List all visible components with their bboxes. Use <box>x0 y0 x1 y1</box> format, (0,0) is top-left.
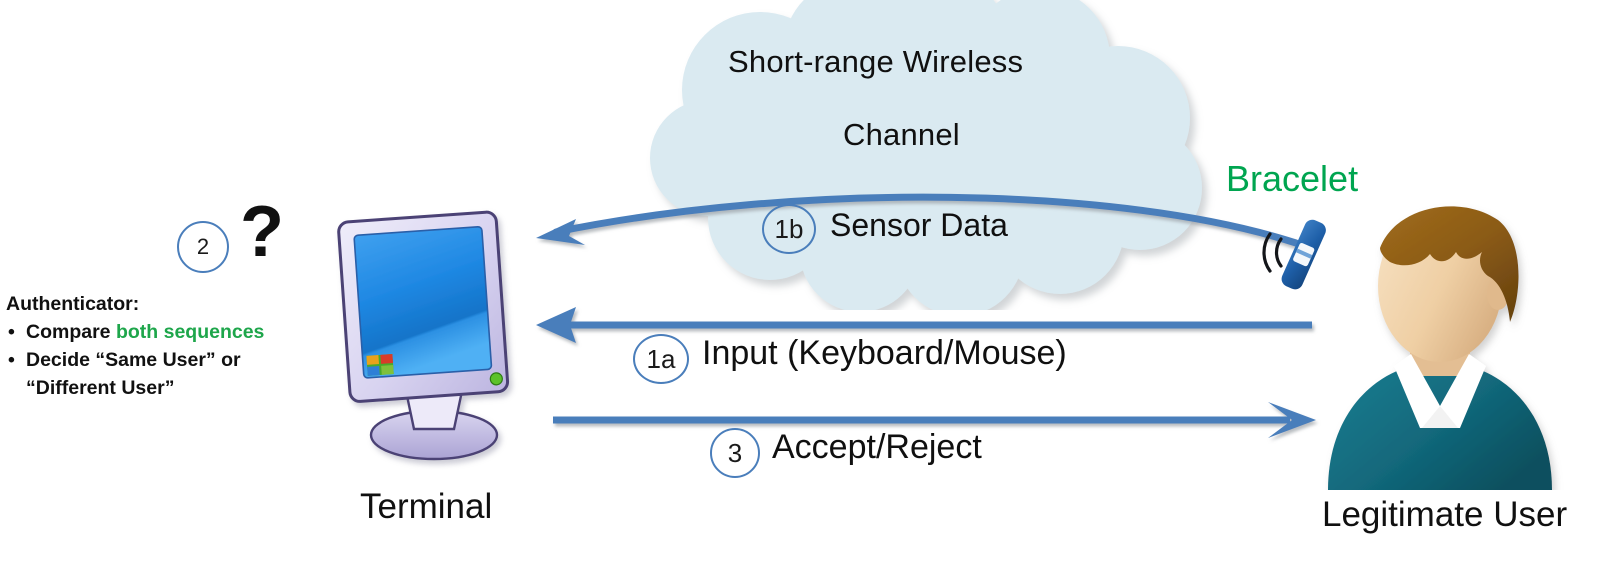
authenticator-bullet-2: Decide “Same User” or <box>6 346 356 374</box>
step-marker-2: 2 <box>177 221 229 273</box>
step-marker-1b: 1b <box>762 204 816 254</box>
authenticator-bullet-1-prefix: Compare <box>26 321 116 344</box>
step-marker-3: 3 <box>710 428 760 478</box>
step-label-input: Input (Keyboard/Mouse) <box>702 334 1067 372</box>
monitor-icon <box>337 210 510 461</box>
power-led-icon <box>489 372 503 386</box>
person-icon <box>1328 206 1552 490</box>
cloud-label-line2: Channel <box>843 117 960 152</box>
authenticator-heading: Authenticator: <box>6 293 140 315</box>
step-label-accept-reject: Accept/Reject <box>772 428 982 466</box>
cloud-label-line1: Short-range Wireless <box>728 44 1024 79</box>
authenticator-bullet-2-continued: “Different User” <box>26 377 175 400</box>
step-label-sensor-data: Sensor Data <box>830 207 1008 243</box>
step-marker-1a: 1a <box>633 334 689 384</box>
question-mark: ? <box>240 192 284 272</box>
authenticator-bullet-1: Compare both sequences <box>6 318 356 346</box>
authenticator-text-block: Authenticator: Compare both sequences De… <box>6 290 356 402</box>
bracelet-label: Bracelet <box>1226 158 1359 199</box>
terminal-label: Terminal <box>360 487 493 526</box>
signal-waves-icon <box>1262 232 1283 273</box>
bracelet-icon <box>1262 219 1326 290</box>
windows-start-orb-icon <box>366 354 394 376</box>
legitimate-user-label: Legitimate User <box>1322 495 1568 534</box>
authenticator-bullet-1-highlight: both sequences <box>115 321 265 344</box>
